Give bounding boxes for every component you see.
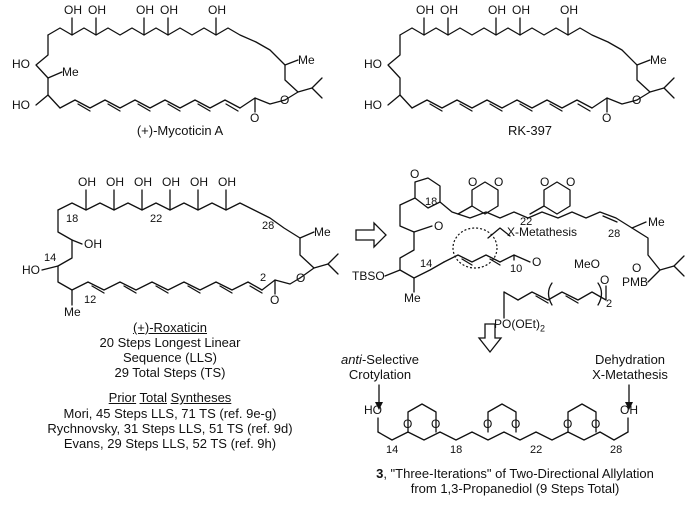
atom-label: O: [632, 93, 642, 107]
atom-label: O: [494, 175, 504, 189]
mycoticin-a-name: (+)-Mycoticin A: [136, 123, 224, 138]
atom-label: MeO: [574, 257, 601, 271]
atom-number: 22: [530, 444, 543, 456]
atom-label: HO: [364, 98, 382, 112]
atom-number: 14: [420, 258, 433, 270]
atom-label: OH: [208, 3, 226, 17]
xmetathesis-label: X-Metathesis: [507, 225, 578, 239]
atom-label: O: [602, 111, 612, 125]
atom-number: 14: [44, 252, 57, 264]
atom-label: Me: [404, 291, 421, 305]
atom-label: O: [511, 417, 521, 431]
atom-label: Me: [648, 215, 665, 229]
atom-label: OH: [88, 3, 106, 17]
atom-label: HO: [12, 98, 30, 112]
retro-arrow-right: [355, 221, 387, 249]
atom-number: 18: [425, 196, 438, 208]
atom-label: OH: [440, 3, 458, 17]
atom-label: OH: [488, 3, 506, 17]
atom-label: TBSO: [352, 269, 385, 283]
atom-label: O: [540, 175, 550, 189]
atom-label: OH: [84, 237, 102, 251]
atom-label: O: [632, 261, 642, 275]
atom-label: HO: [22, 263, 40, 277]
retro-arrow-down: [477, 323, 503, 354]
compound-3-caption-line2: from 1,3-Propanediol (9 Steps Total): [410, 481, 620, 496]
atom-label: O: [468, 175, 478, 189]
atom-label: OH: [136, 3, 154, 17]
atom-label: O: [431, 417, 441, 431]
atom-label: O: [591, 417, 601, 431]
atom-label: HO: [364, 403, 382, 417]
atom-number: 10: [510, 263, 523, 275]
atom-number: 22: [520, 216, 533, 228]
atom-label: PMB: [622, 275, 649, 289]
atom-label: O: [483, 417, 493, 431]
xmetathesis-bottom-label: X-Metathesis: [592, 367, 668, 382]
atom-label: O: [270, 293, 280, 307]
atom-number: 14: [386, 444, 399, 456]
roxaticin-lls-line2: Sequence (LLS): [123, 350, 217, 365]
atom-label: O: [434, 219, 444, 233]
compound-3-caption-line1: 3, "Three-Iterations" of Two-Directional…: [376, 466, 654, 481]
atom-number: 28: [610, 444, 623, 456]
atom-label: O: [563, 417, 573, 431]
atom-label: OH: [190, 175, 208, 189]
atom-label: OH: [64, 3, 82, 17]
atom-number: 18: [450, 444, 463, 456]
annotation-arrows: [375, 384, 633, 410]
anti-crotylation-label-2: Crotylation: [348, 367, 412, 382]
roxaticin-structure: [41, 189, 339, 306]
atom-number: 2: [260, 272, 267, 284]
atom-label: O: [532, 255, 542, 269]
atom-label: OH: [134, 175, 152, 189]
atom-number: 28: [262, 220, 275, 232]
atom-label: OH: [560, 3, 578, 17]
roxaticin-ts-line: 29 Total Steps (TS): [114, 365, 226, 380]
atom-label: PO(OEt)2: [494, 317, 546, 334]
rk397-structure: [387, 17, 675, 113]
prior-synthesis-row: Evans, 29 Steps LLS, 52 TS (ref. 9h): [63, 436, 277, 451]
atom-label: OH: [78, 175, 96, 189]
dehydration-label: Dehydration: [594, 352, 666, 367]
atom-label: OH: [162, 175, 180, 189]
atom-label: O: [296, 271, 306, 285]
anti-crotylation-label-1: anti-Selective: [340, 352, 420, 367]
atom-label: OH: [160, 3, 178, 17]
prior-syntheses-header: Prior Total Syntheses: [108, 390, 232, 405]
atom-label: OH: [620, 403, 638, 417]
atom-label: O: [600, 273, 610, 287]
atom-label: Me: [314, 225, 331, 239]
atom-label: HO: [364, 57, 382, 71]
atom-number: 18: [66, 213, 79, 225]
compound-3-structure: [377, 403, 629, 441]
atom-label: OH: [416, 3, 434, 17]
atom-label: OH: [218, 175, 236, 189]
atom-label: HO: [12, 57, 30, 71]
atom-label: O: [280, 93, 290, 107]
intermediate-structure: [384, 177, 685, 319]
prior-synthesis-row: Mori, 45 Steps LLS, 71 TS (ref. 9e-g): [63, 406, 277, 421]
roxaticin-name: (+)-Roxaticin: [132, 320, 208, 335]
atom-label: Me: [64, 305, 81, 319]
roxaticin-lls-line1: 20 Steps Longest Linear: [99, 335, 241, 350]
atom-label: O: [250, 111, 260, 125]
atom-number: 28: [608, 228, 621, 240]
atom-label: Me: [62, 65, 79, 79]
atom-label: OH: [106, 175, 124, 189]
atom-label: O: [403, 417, 413, 431]
atom-label: OH: [512, 3, 530, 17]
atom-label: Me: [298, 53, 315, 67]
mycoticin-a-structure: [35, 17, 323, 113]
atom-label: O: [566, 175, 576, 189]
atom-number: 2: [606, 298, 613, 310]
rk397-name: RK-397: [507, 123, 553, 138]
atom-label: O: [410, 167, 420, 181]
atom-number: 22: [150, 213, 163, 225]
atom-label: Me: [650, 53, 667, 67]
prior-synthesis-row: Rychnovsky, 31 Steps LLS, 51 TS (ref. 9d…: [47, 421, 293, 436]
atom-number: 12: [84, 294, 97, 306]
